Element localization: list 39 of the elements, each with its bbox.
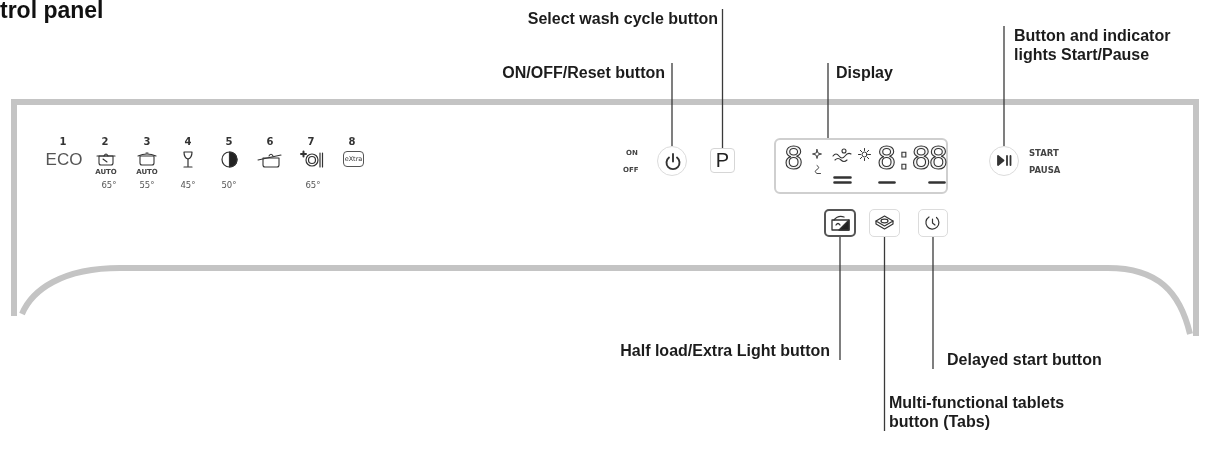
temperature-label: 45°: [180, 181, 196, 190]
leader-line: [1003, 25, 1005, 147]
callout-label: ON/OFF/Reset button: [502, 63, 665, 82]
leader-line: [671, 62, 673, 147]
temperature-label: 65°: [305, 181, 321, 190]
power-button: [657, 146, 687, 176]
program-name: ECO: [45, 151, 83, 168]
program-number: 3: [143, 136, 151, 147]
callout-label: Display: [836, 63, 893, 82]
page-title: trol panel: [0, 0, 104, 23]
callout-label: Select wash cycle button: [527, 9, 718, 28]
callout-label: Multi-functional tablets button (Tabs): [889, 393, 1089, 431]
temperature-label: 55°: [139, 181, 155, 190]
callout-label: Button and indicator lights Start/Pause: [1014, 26, 1214, 64]
tablets-button: [869, 209, 900, 237]
leader-line: [932, 236, 934, 370]
program-number: 6: [266, 136, 274, 147]
display-panel: [774, 138, 948, 194]
program-number: 7: [307, 136, 315, 147]
leader-line: [827, 62, 829, 139]
half-load-button: [824, 209, 856, 237]
program-button: P: [710, 148, 735, 173]
temperature-label: 65°: [101, 181, 117, 190]
callout-label: Half load/Extra Light button: [620, 341, 830, 360]
temperature-label: 50°: [221, 181, 237, 190]
program-number: 5: [225, 136, 233, 147]
leader-line: [883, 236, 886, 432]
delay-button: [918, 209, 948, 237]
button-caption: PAUSA: [1029, 165, 1061, 175]
button-caption: START: [1029, 148, 1059, 158]
display-digits: 8:88: [877, 142, 947, 174]
program-number: 2: [101, 136, 109, 147]
display-digits: 8: [784, 142, 802, 174]
callout-label: Delayed start button: [947, 350, 1102, 369]
start-pause-button: [989, 146, 1019, 176]
leader-line: [839, 236, 841, 361]
program-number: 4: [184, 136, 192, 147]
leader-line: [721, 8, 724, 149]
program-number: 1: [59, 136, 67, 147]
